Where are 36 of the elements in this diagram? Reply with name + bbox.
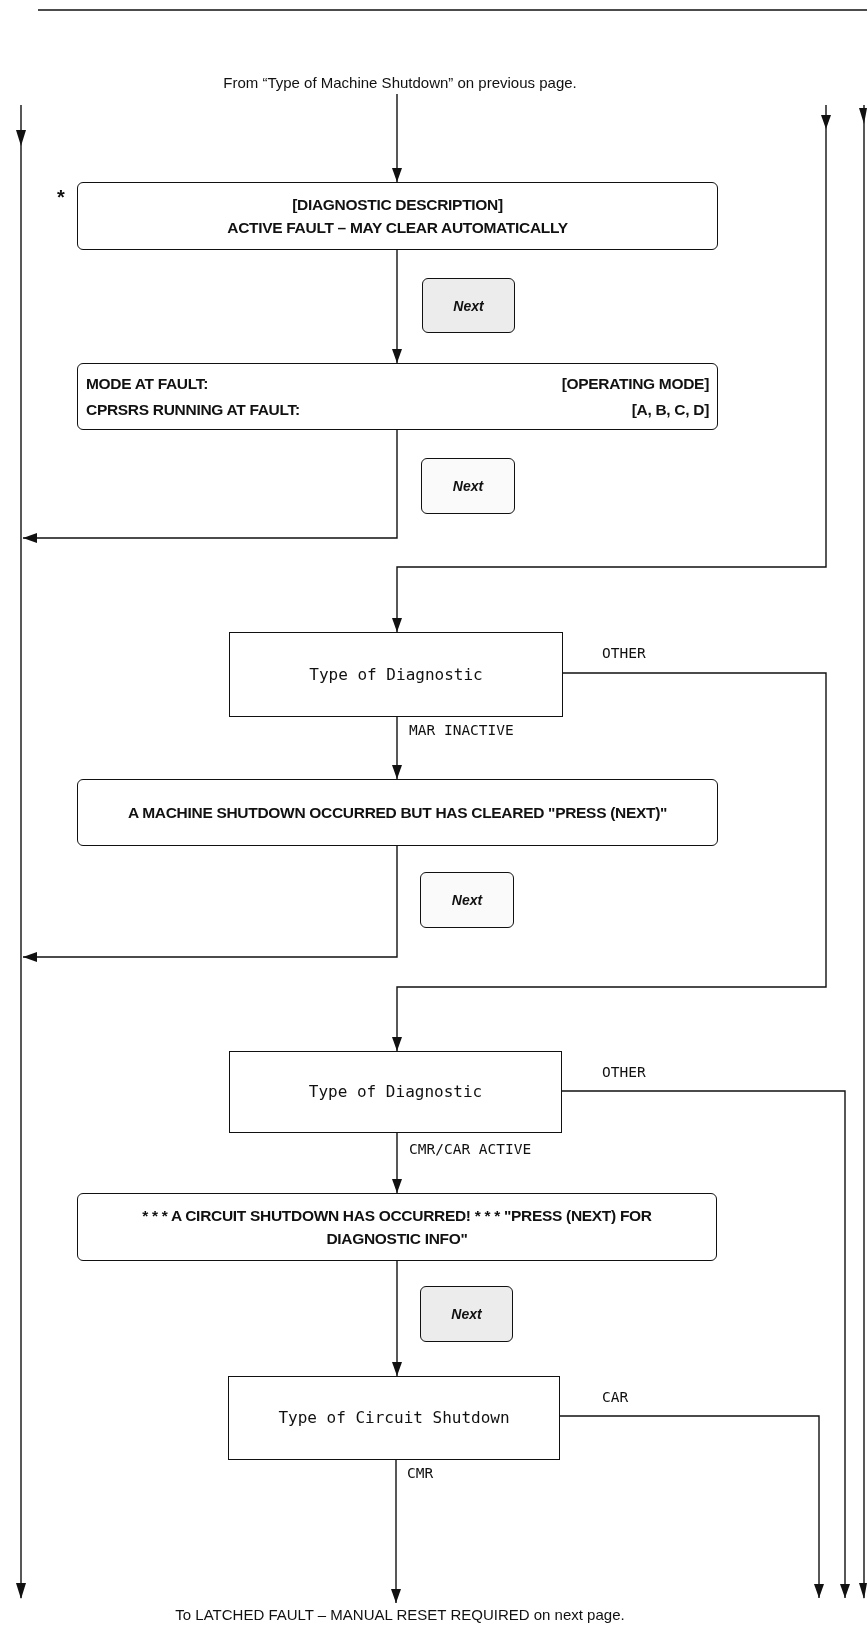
footnote-mark: * xyxy=(57,186,65,209)
display-box xyxy=(77,779,718,846)
flow-arrow xyxy=(391,1459,401,1604)
flow-arrow xyxy=(392,104,831,633)
box-text: [OPERATING MODE] xyxy=(561,373,709,394)
edge-label: CMR/CAR ACTIVE xyxy=(407,1141,534,1159)
flow-arrow xyxy=(392,716,402,780)
decision-box xyxy=(228,1376,560,1460)
display-box xyxy=(77,1193,717,1261)
box-text: Type of Diagnostic xyxy=(308,1081,483,1103)
flow-arrow xyxy=(392,93,402,183)
box-text: [DIAGNOSTIC DESCRIPTION] xyxy=(292,194,503,215)
box-text: Type of Circuit Shutdown xyxy=(278,1407,510,1429)
flow-arrow xyxy=(392,249,402,364)
flow-arrow xyxy=(559,1415,824,1599)
flow-arrow xyxy=(22,429,398,543)
next-key: Next xyxy=(420,1286,513,1342)
next-key: Next xyxy=(422,278,515,333)
next-key: Next xyxy=(420,872,514,928)
box-text: [A, B, C, D] xyxy=(630,400,709,420)
next-key: Next xyxy=(421,458,515,514)
flow-arrow xyxy=(392,1260,402,1377)
decision-box xyxy=(229,1051,562,1133)
flow-arrow xyxy=(561,1090,850,1599)
decision-box xyxy=(229,632,563,717)
box-text: A MACHINE SHUTDOWN OCCURRED BUT HAS CLEARED "PRESS (NEXT)" xyxy=(127,802,668,823)
display-box xyxy=(77,363,718,430)
box-text: MODE AT FAULT: xyxy=(86,373,210,394)
flow-arrow xyxy=(392,672,827,1052)
flow-arrow xyxy=(22,845,398,962)
display-box xyxy=(77,182,718,250)
box-text: ACTIVE FAULT – MAY CLEAR AUTOMATICALLY xyxy=(227,218,568,238)
box-text: Type of Diagnostic xyxy=(309,663,483,686)
box-text: * * * A CIRCUIT SHUTDOWN HAS OCCURRED! * * * "PRESS (NEXT) FOR DIAGNOSTIC INFO" xyxy=(141,1205,653,1249)
box-text: CPRSRS RUNNING AT FAULT: xyxy=(86,400,301,420)
flow-arrow xyxy=(392,1132,402,1194)
